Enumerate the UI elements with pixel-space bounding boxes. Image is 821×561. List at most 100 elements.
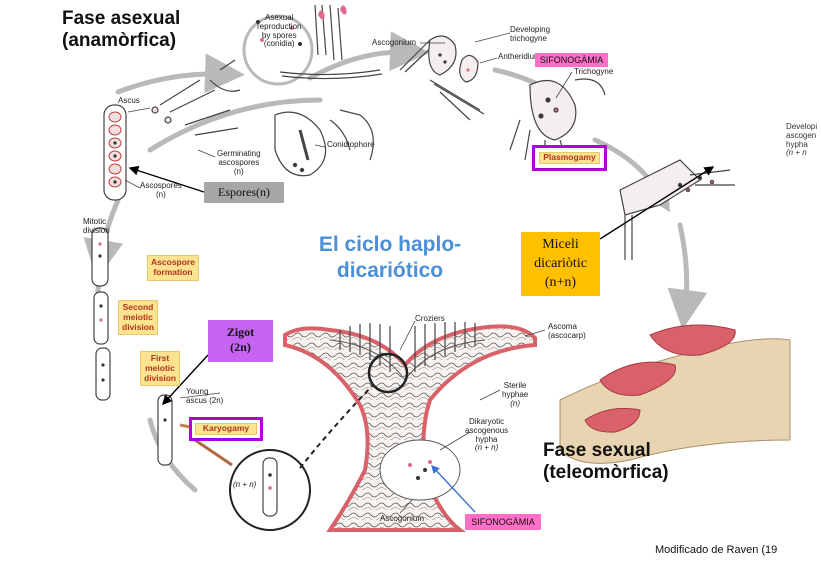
espores-box: Espores(n): [204, 182, 284, 203]
ascospore-formation-line2: formation: [153, 266, 193, 277]
conidiophore-label: Conidiophore: [327, 140, 375, 149]
asexual-phase-line1: Fase asexual: [62, 8, 181, 29]
sterile-line2: hyphae: [502, 389, 529, 399]
espores-arrow: [128, 165, 205, 193]
asexual-repro-line4: (conidia): [263, 39, 295, 49]
antheridium-label: Antheridium: [498, 52, 541, 61]
karyogamy-highlight: Karyogamy: [189, 417, 263, 441]
second-meiotic-line3: division: [122, 321, 155, 332]
young-ascus-line2: ascus (2n): [186, 395, 224, 405]
asexual-phase-line2: (anamòrfica): [62, 29, 177, 51]
developing-asc-line4: (n + n: [786, 148, 807, 158]
sexual-phase-line2: (teleomòrfica): [543, 461, 669, 483]
germinating-line2: ascospores: [218, 157, 260, 167]
trichogyne-label: Trichogyne: [574, 67, 614, 76]
sifonogamia-bottom-box: SIFONOGÀMIA: [465, 514, 541, 530]
second-meiotic-line1: Second: [122, 302, 154, 312]
asexual-repro-line1: Asexual: [265, 13, 294, 22]
crozier-magnify-circle: [367, 352, 409, 394]
developing-asc-line1: Developi: [786, 122, 818, 131]
sterile-hyphae-label: Sterile hyphae (n): [502, 381, 529, 408]
zoom-nplusn-label: (n + n): [233, 480, 257, 489]
ascoma-label: Ascoma (ascocarp): [548, 322, 586, 341]
pointer-arrows: [128, 165, 715, 406]
ascogonium-top-label: Ascogonium: [372, 38, 417, 47]
asexual-reproduction-label: Asexual reproduction by spores (conidia): [257, 13, 302, 49]
karyogamy-label: Karyogamy: [195, 423, 257, 435]
mitotic-division-label: Mitotic division: [83, 217, 110, 236]
center-title: El ciclo haplo- dicariótico: [300, 232, 480, 285]
asexual-phase-title: Fase asexual (anamòrfica): [62, 8, 180, 52]
first-meiotic-line3: division: [144, 372, 177, 383]
asexual-repro-line3: by spores: [261, 30, 297, 40]
sterile-line3: (n): [510, 398, 521, 408]
asexual-repro-line2: reproduction: [257, 21, 302, 31]
plasmogamy-highlight: Plasmogamy: [532, 145, 607, 171]
ascoma-line1: Ascoma: [548, 322, 577, 331]
sexual-phase-line1: Fase sexual: [543, 440, 651, 461]
germinating-line3: (n): [233, 166, 244, 176]
ascospore-formation-box: Ascospore formation: [147, 255, 199, 281]
ascogenous-hypha-sketch: [619, 159, 735, 260]
ascospores-line1: Ascospores: [140, 181, 182, 190]
miceli-dicariotic-box: Miceli dicariòtic (n+n): [521, 232, 600, 296]
dikaryotic-line2: ascogenous: [465, 425, 509, 435]
dikaryotic-line4: (n + n): [474, 443, 499, 453]
first-meiotic-line1: First: [150, 353, 170, 363]
center-title-line1: El ciclo haplo-: [318, 233, 462, 256]
dikaryotic-line3: hypha: [475, 434, 498, 444]
developing-asc-line2: ascogen: [786, 130, 817, 140]
young-ascus-line1: Young: [186, 387, 209, 396]
zigot-line2: (2n): [230, 340, 251, 354]
miceli-line2: dicariòtic: [534, 256, 587, 271]
first-meiotic-line2: meiotic: [145, 362, 175, 373]
zigot-line1: Zigot: [226, 325, 255, 339]
developing-asc-line3: hypha: [786, 139, 808, 149]
cycle-arrow-top-mid: [307, 31, 430, 81]
ascoma-line2: (ascocarp): [548, 330, 586, 340]
sexual-phase-title: Fase sexual (teleomòrfica): [543, 440, 669, 484]
young-ascus-label: Young ascus (2n): [186, 387, 224, 406]
miceli-arrow: [599, 166, 715, 240]
ascogonium-bottom-label: Ascogonium: [380, 514, 425, 523]
ascospores-line2: (n): [156, 189, 166, 199]
asexual-loop: [242, 14, 314, 86]
second-meiotic-division-box: Second meiotic division: [118, 300, 158, 336]
zigot-box: Zigot (2n): [208, 320, 273, 362]
cycle-arrow-top-left: [115, 53, 245, 95]
trichogyne-sketch: [509, 78, 606, 165]
developing-trichogyne-line1: Developing: [510, 25, 551, 34]
cycle-arrow-inner-top: [147, 97, 323, 153]
sifonogamia-top-box: SIFONOGÀMIA: [535, 53, 608, 67]
miceli-line3: (n+n): [544, 275, 577, 290]
center-title-line2: dicariótico: [336, 259, 444, 283]
credit-text: Modificado de Raven (19: [655, 544, 778, 556]
karyogamy-brown-arrow: [191, 436, 233, 467]
developing-ascogenous-label: Developi ascogen hypha (n + n: [786, 122, 818, 158]
dikaryotic-hypha-label: Dikaryotic ascogenous hypha (n + n): [465, 417, 509, 453]
germinating-line1: Germinating: [217, 149, 261, 158]
sifonogamia-arrow: [431, 464, 476, 513]
zoom-content: [262, 457, 278, 517]
ascospore-formation-line1: Ascospore: [151, 257, 195, 267]
hyphae-sketches-top: [279, 4, 485, 121]
cycle-arrow-right-lower: [667, 222, 708, 330]
miceli-line1: Miceli: [542, 237, 579, 252]
croziers-label: Croziers: [415, 314, 445, 323]
second-meiotic-line2: meiotic: [123, 311, 153, 322]
ascus-label: Ascus: [118, 96, 140, 105]
spores-top: [256, 5, 470, 72]
germination-sketch: [151, 59, 374, 177]
sterile-line1: Sterile: [503, 381, 527, 390]
mitotic-line1: Mitotic: [83, 217, 107, 226]
first-meiotic-division-box: First meiotic division: [140, 351, 180, 387]
developing-trichogyne-line2: trichogyne: [510, 33, 547, 43]
zigot-arrow: [162, 354, 209, 406]
zoom-connector: [299, 385, 373, 469]
plasmogamy-label: Plasmogamy: [539, 152, 600, 164]
ascospores-label: Ascospores (n): [140, 181, 182, 200]
mitotic-line2: division: [83, 225, 110, 235]
ascoma-cup-fungi: [559, 324, 791, 464]
